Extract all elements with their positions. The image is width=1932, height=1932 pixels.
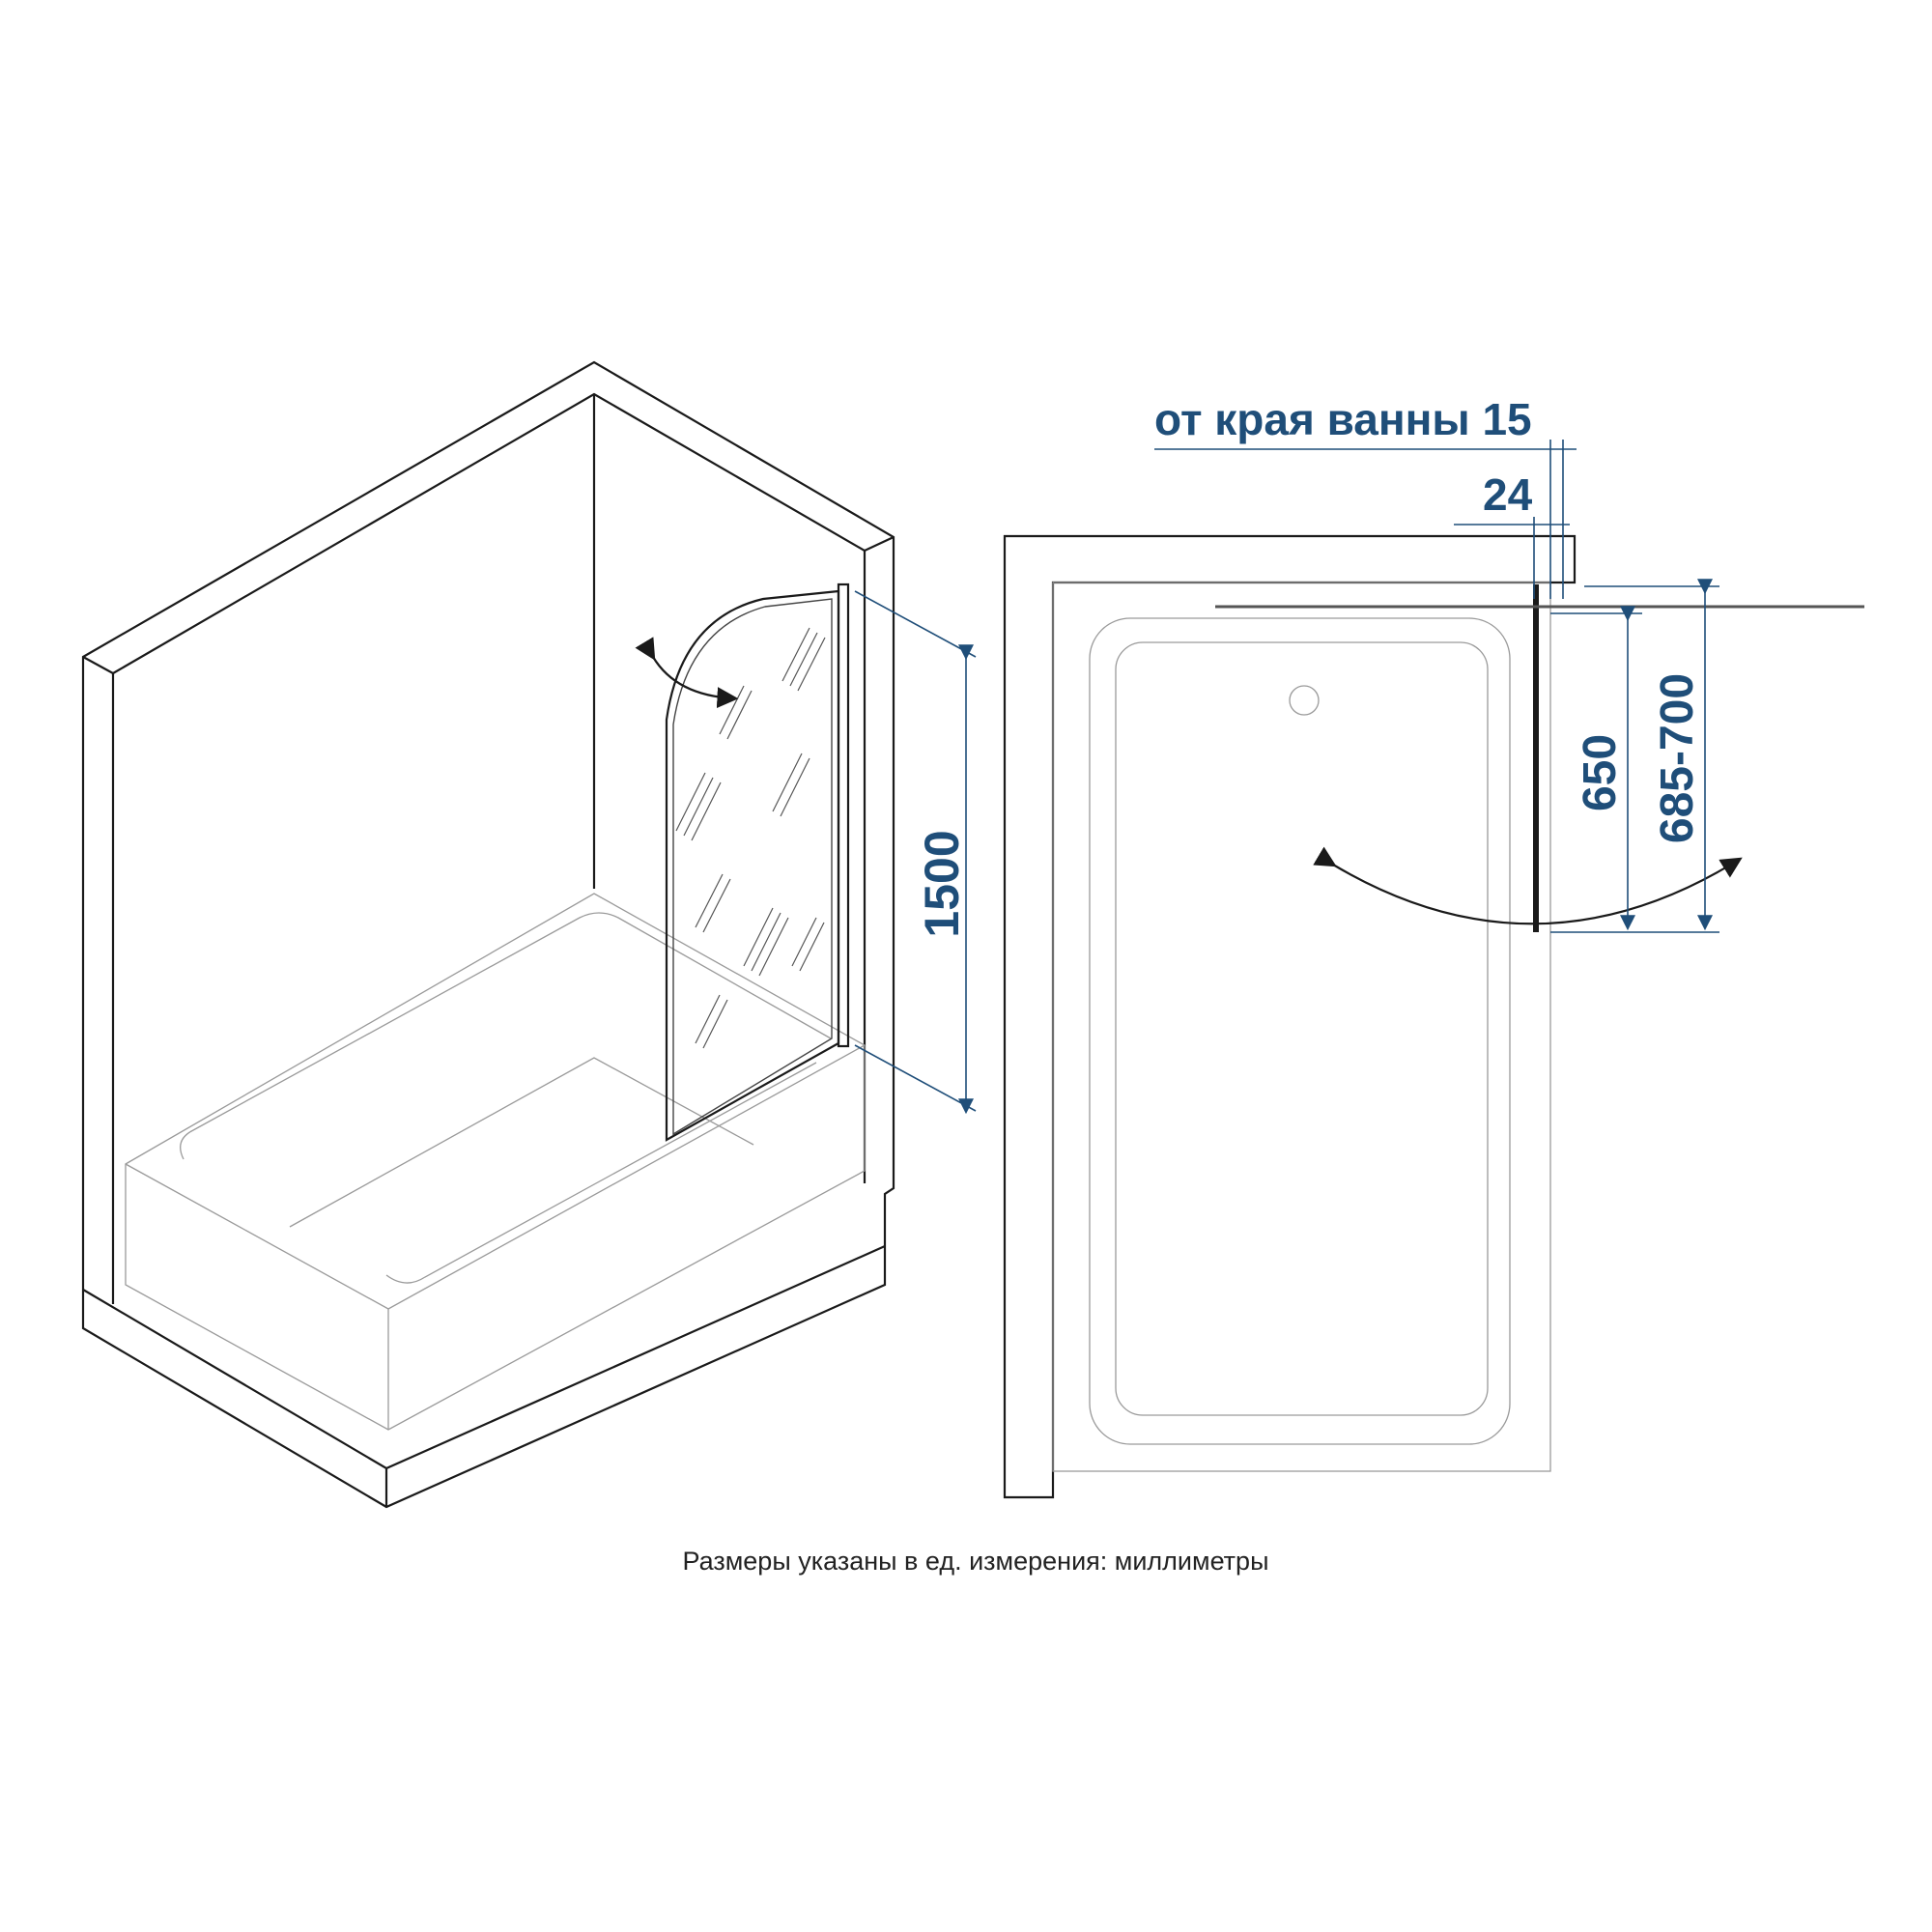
top-swing-arrow <box>1313 846 1743 925</box>
dim-offset-label: от края ванны 15 <box>1154 394 1532 444</box>
dim-685-700-group: 685-700 <box>1584 579 1719 931</box>
dim-650-group: 650 <box>1550 606 1719 933</box>
iso-wall-outer <box>81 360 895 1509</box>
dim-24-group: 24 <box>1454 469 1570 599</box>
dim-1500-group: 1500 <box>854 590 977 1115</box>
top-bath-rim <box>1089 617 1511 1445</box>
dim-offset-group: от края ванны 15 <box>1154 394 1577 599</box>
iso-wall-inner <box>112 392 867 1183</box>
drain-icon <box>1289 685 1320 716</box>
top-view: от края ванны 15 24 650 685-700 <box>1003 394 1864 1499</box>
iso-floor-step <box>82 1244 886 1507</box>
top-bath-basin <box>1115 641 1489 1416</box>
dim-opening-range-label: 685-700 <box>1652 673 1703 843</box>
isometric-view: 1500 <box>81 360 977 1509</box>
top-bath-outer <box>1052 582 1551 1472</box>
dim-height-label: 1500 <box>915 830 969 937</box>
units-caption: Размеры указаны в ед. измерения: миллиме… <box>683 1547 1269 1576</box>
dim-profile-label: 24 <box>1483 469 1533 520</box>
iso-bathtub <box>125 893 866 1431</box>
dim-panel-width-label: 650 <box>1575 734 1626 811</box>
iso-wall-cap-right <box>864 536 895 552</box>
iso-glass-panel <box>635 582 850 1142</box>
glass-pattern <box>675 627 826 1049</box>
iso-rotation-arrow <box>635 637 739 709</box>
iso-wall-cap <box>82 656 114 674</box>
